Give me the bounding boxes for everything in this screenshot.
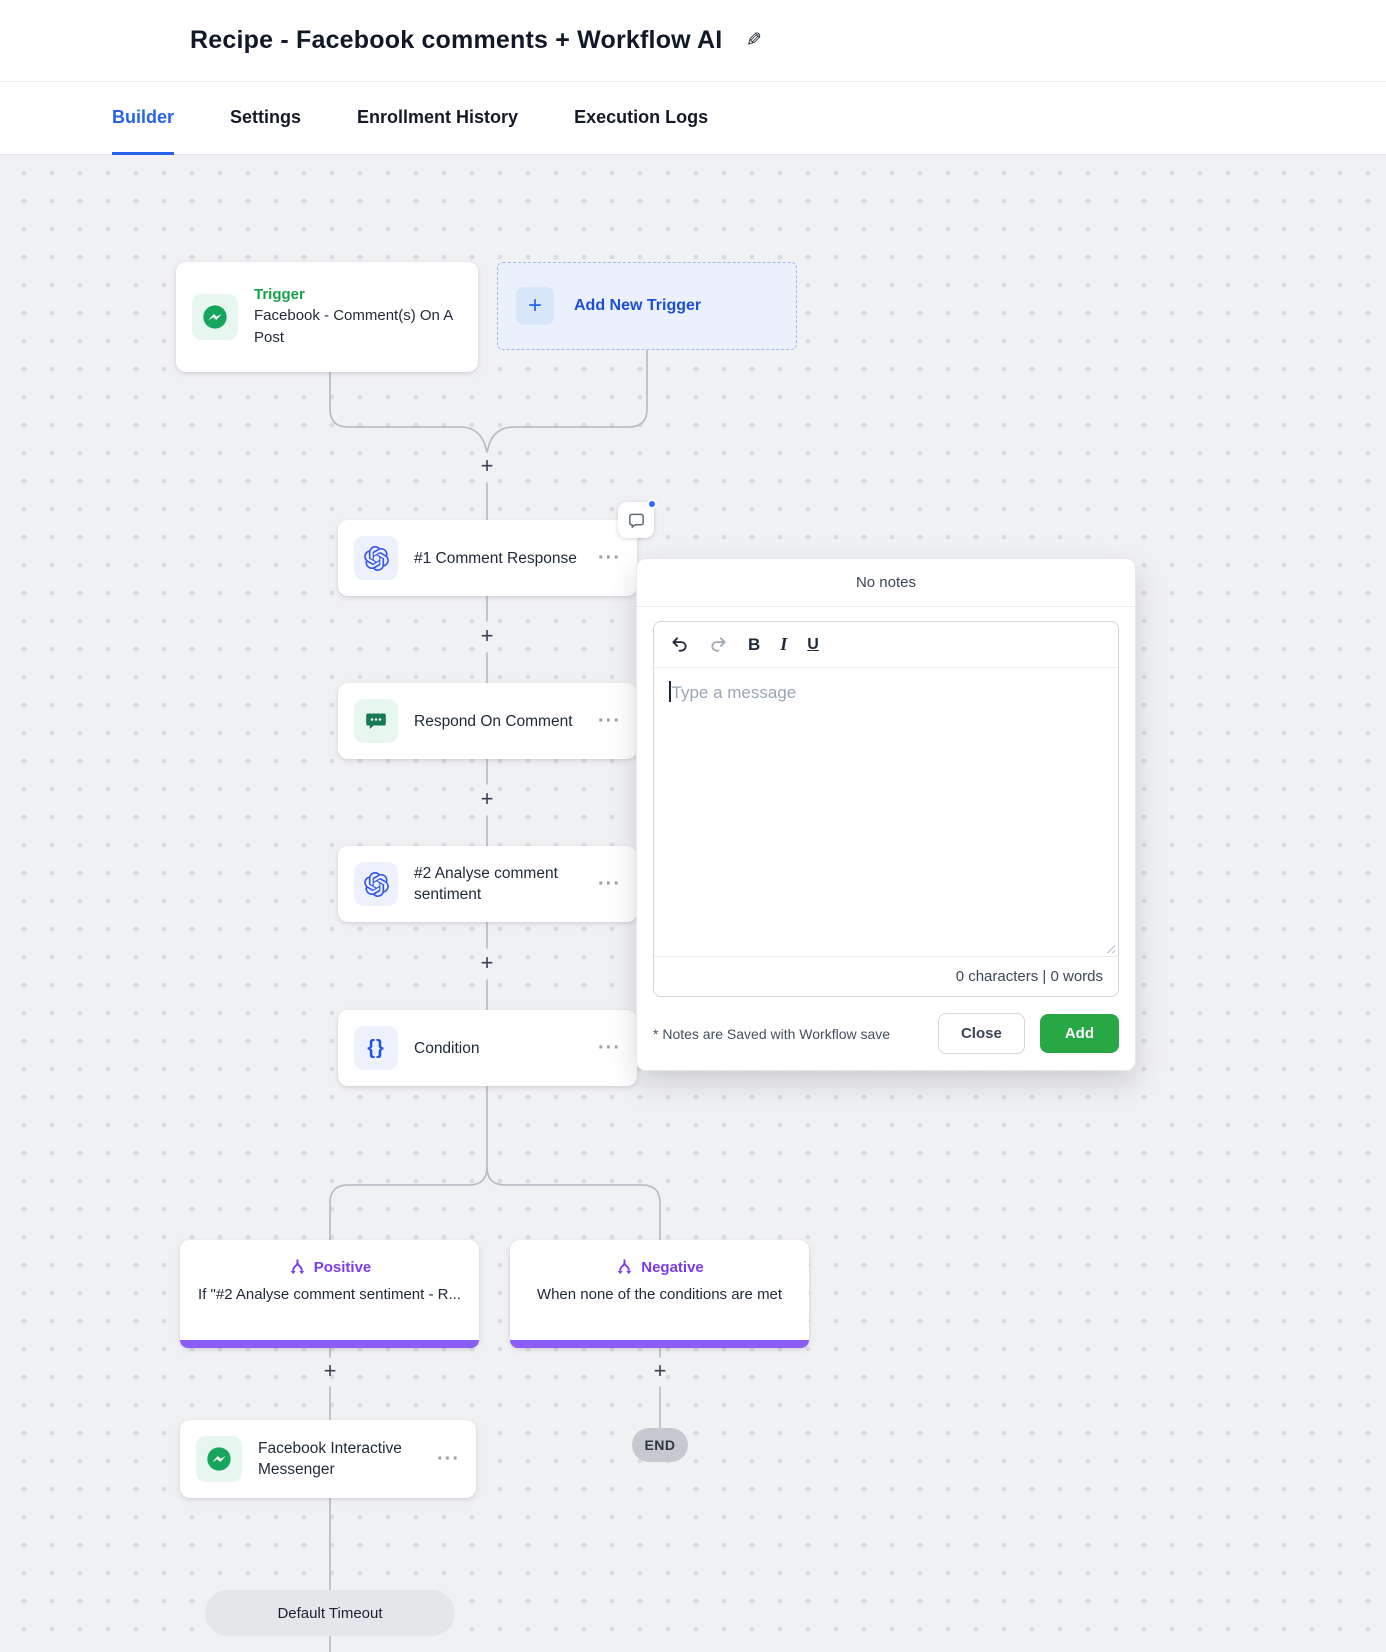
tab-settings[interactable]: Settings [230, 106, 302, 127]
resize-handle[interactable] [1104, 942, 1115, 953]
notes-popup: No notes B I U Type a message 0 characte… [636, 558, 1136, 1071]
action-node-respond-on-comment[interactable]: Respond On Comment ··· [338, 683, 637, 759]
app-header: Recipe - Facebook comments + Workflow AI… [0, 0, 1386, 82]
notes-editor: B I U Type a message 0 characters | 0 wo… [653, 621, 1119, 997]
branch-label: Positive [313, 1259, 372, 1276]
branch-accent-bar [510, 1340, 809, 1348]
openai-icon [354, 536, 398, 580]
branch-label: Negative [641, 1259, 704, 1276]
trigger-title: Facebook - Comment(s) On A Post [254, 306, 453, 346]
action-node-analyse-sentiment[interactable]: #2 Analyse comment sentiment ··· [338, 846, 637, 922]
action-node-condition[interactable]: {} Condition ··· [338, 1010, 637, 1086]
branch-description: If "#2 Analyse comment sentiment - R... [198, 1286, 461, 1303]
add-new-trigger-label: Add New Trigger [574, 297, 702, 314]
tab-execution-logs[interactable]: Execution Logs [574, 106, 709, 127]
editor-toolbar: B I U [654, 622, 1118, 668]
notes-save-hint: * Notes are Saved with Workflow save [653, 1025, 891, 1042]
tab-strip: Builder Settings Enrollment History Exec… [0, 82, 1386, 155]
more-options-icon[interactable]: ··· [598, 710, 621, 732]
character-word-count: 0 characters | 0 words [654, 956, 1118, 996]
node-title: Respond On Comment [414, 712, 573, 730]
add-step-plus[interactable]: + [480, 786, 494, 812]
note-indicator-dot [647, 499, 657, 509]
add-new-trigger-button[interactable]: + Add New Trigger [497, 262, 797, 350]
tab-builder[interactable]: Builder [112, 82, 175, 155]
branch-split-icon [617, 1259, 632, 1275]
workflow-canvas[interactable]: + + + + + + Trigger Facebook - Comment(s… [0, 155, 1386, 1652]
node-title: Facebook Interactive Messenger [258, 1440, 402, 1478]
comment-icon [354, 699, 398, 743]
branch-split-icon [290, 1259, 304, 1275]
more-options-icon[interactable]: ··· [598, 547, 621, 569]
tab-enrollment-history[interactable]: Enrollment History [357, 106, 519, 127]
action-node-facebook-interactive-messenger[interactable]: Facebook Interactive Messenger ··· [180, 1420, 476, 1498]
plus-icon: + [516, 287, 554, 325]
end-badge: END [632, 1428, 688, 1462]
messenger-icon [196, 1436, 242, 1482]
trigger-label: Trigger [254, 285, 305, 303]
notes-popup-title: No notes [637, 559, 1135, 607]
close-button[interactable]: Close [937, 1013, 1025, 1054]
text-caret [669, 681, 671, 702]
openai-icon [354, 862, 398, 906]
messenger-icon [192, 294, 238, 340]
node-title: Condition [414, 1039, 480, 1057]
note-bubble-icon [628, 513, 644, 528]
braces-icon: {} [354, 1026, 398, 1070]
default-timeout-badge[interactable]: Default Timeout [205, 1590, 455, 1636]
underline-icon[interactable]: U [807, 635, 819, 653]
add-step-plus[interactable]: + [653, 1358, 667, 1384]
more-options-icon[interactable]: ··· [598, 1037, 621, 1059]
notes-input-placeholder: Type a message [671, 683, 797, 702]
notes-message-input[interactable]: Type a message [654, 668, 1118, 956]
action-node-comment-response[interactable]: #1 Comment Response ··· [338, 520, 637, 596]
branch-negative[interactable]: Negative When none of the conditions are… [510, 1240, 809, 1348]
italic-icon[interactable]: I [780, 634, 788, 654]
node-notes-button[interactable] [618, 499, 657, 538]
more-options-icon[interactable]: ··· [598, 873, 621, 895]
notes-popup-footer: * Notes are Saved with Workflow save Clo… [637, 997, 1135, 1070]
add-step-plus[interactable]: + [480, 950, 494, 976]
redo-icon[interactable] [709, 635, 728, 654]
add-step-plus[interactable]: + [480, 623, 494, 649]
add-button[interactable]: Add [1039, 1014, 1119, 1053]
node-title: #1 Comment Response [414, 549, 577, 567]
branch-description: When none of the conditions are met [536, 1286, 783, 1303]
node-title: #2 Analyse comment sentiment [414, 865, 558, 903]
branch-positive[interactable]: Positive If "#2 Analyse comment sentimen… [180, 1240, 479, 1348]
more-options-icon[interactable]: ··· [437, 1448, 460, 1470]
trigger-node[interactable]: Trigger Facebook - Comment(s) On A Post [176, 262, 478, 372]
page-title: Recipe - Facebook comments + Workflow AI [190, 26, 723, 54]
edit-title-icon[interactable]: ✎ [746, 30, 763, 51]
add-step-plus[interactable]: + [480, 453, 494, 479]
bold-icon[interactable]: B [748, 634, 761, 654]
undo-icon[interactable] [670, 635, 689, 654]
branch-accent-bar [180, 1340, 479, 1348]
add-step-plus[interactable]: + [323, 1358, 337, 1384]
